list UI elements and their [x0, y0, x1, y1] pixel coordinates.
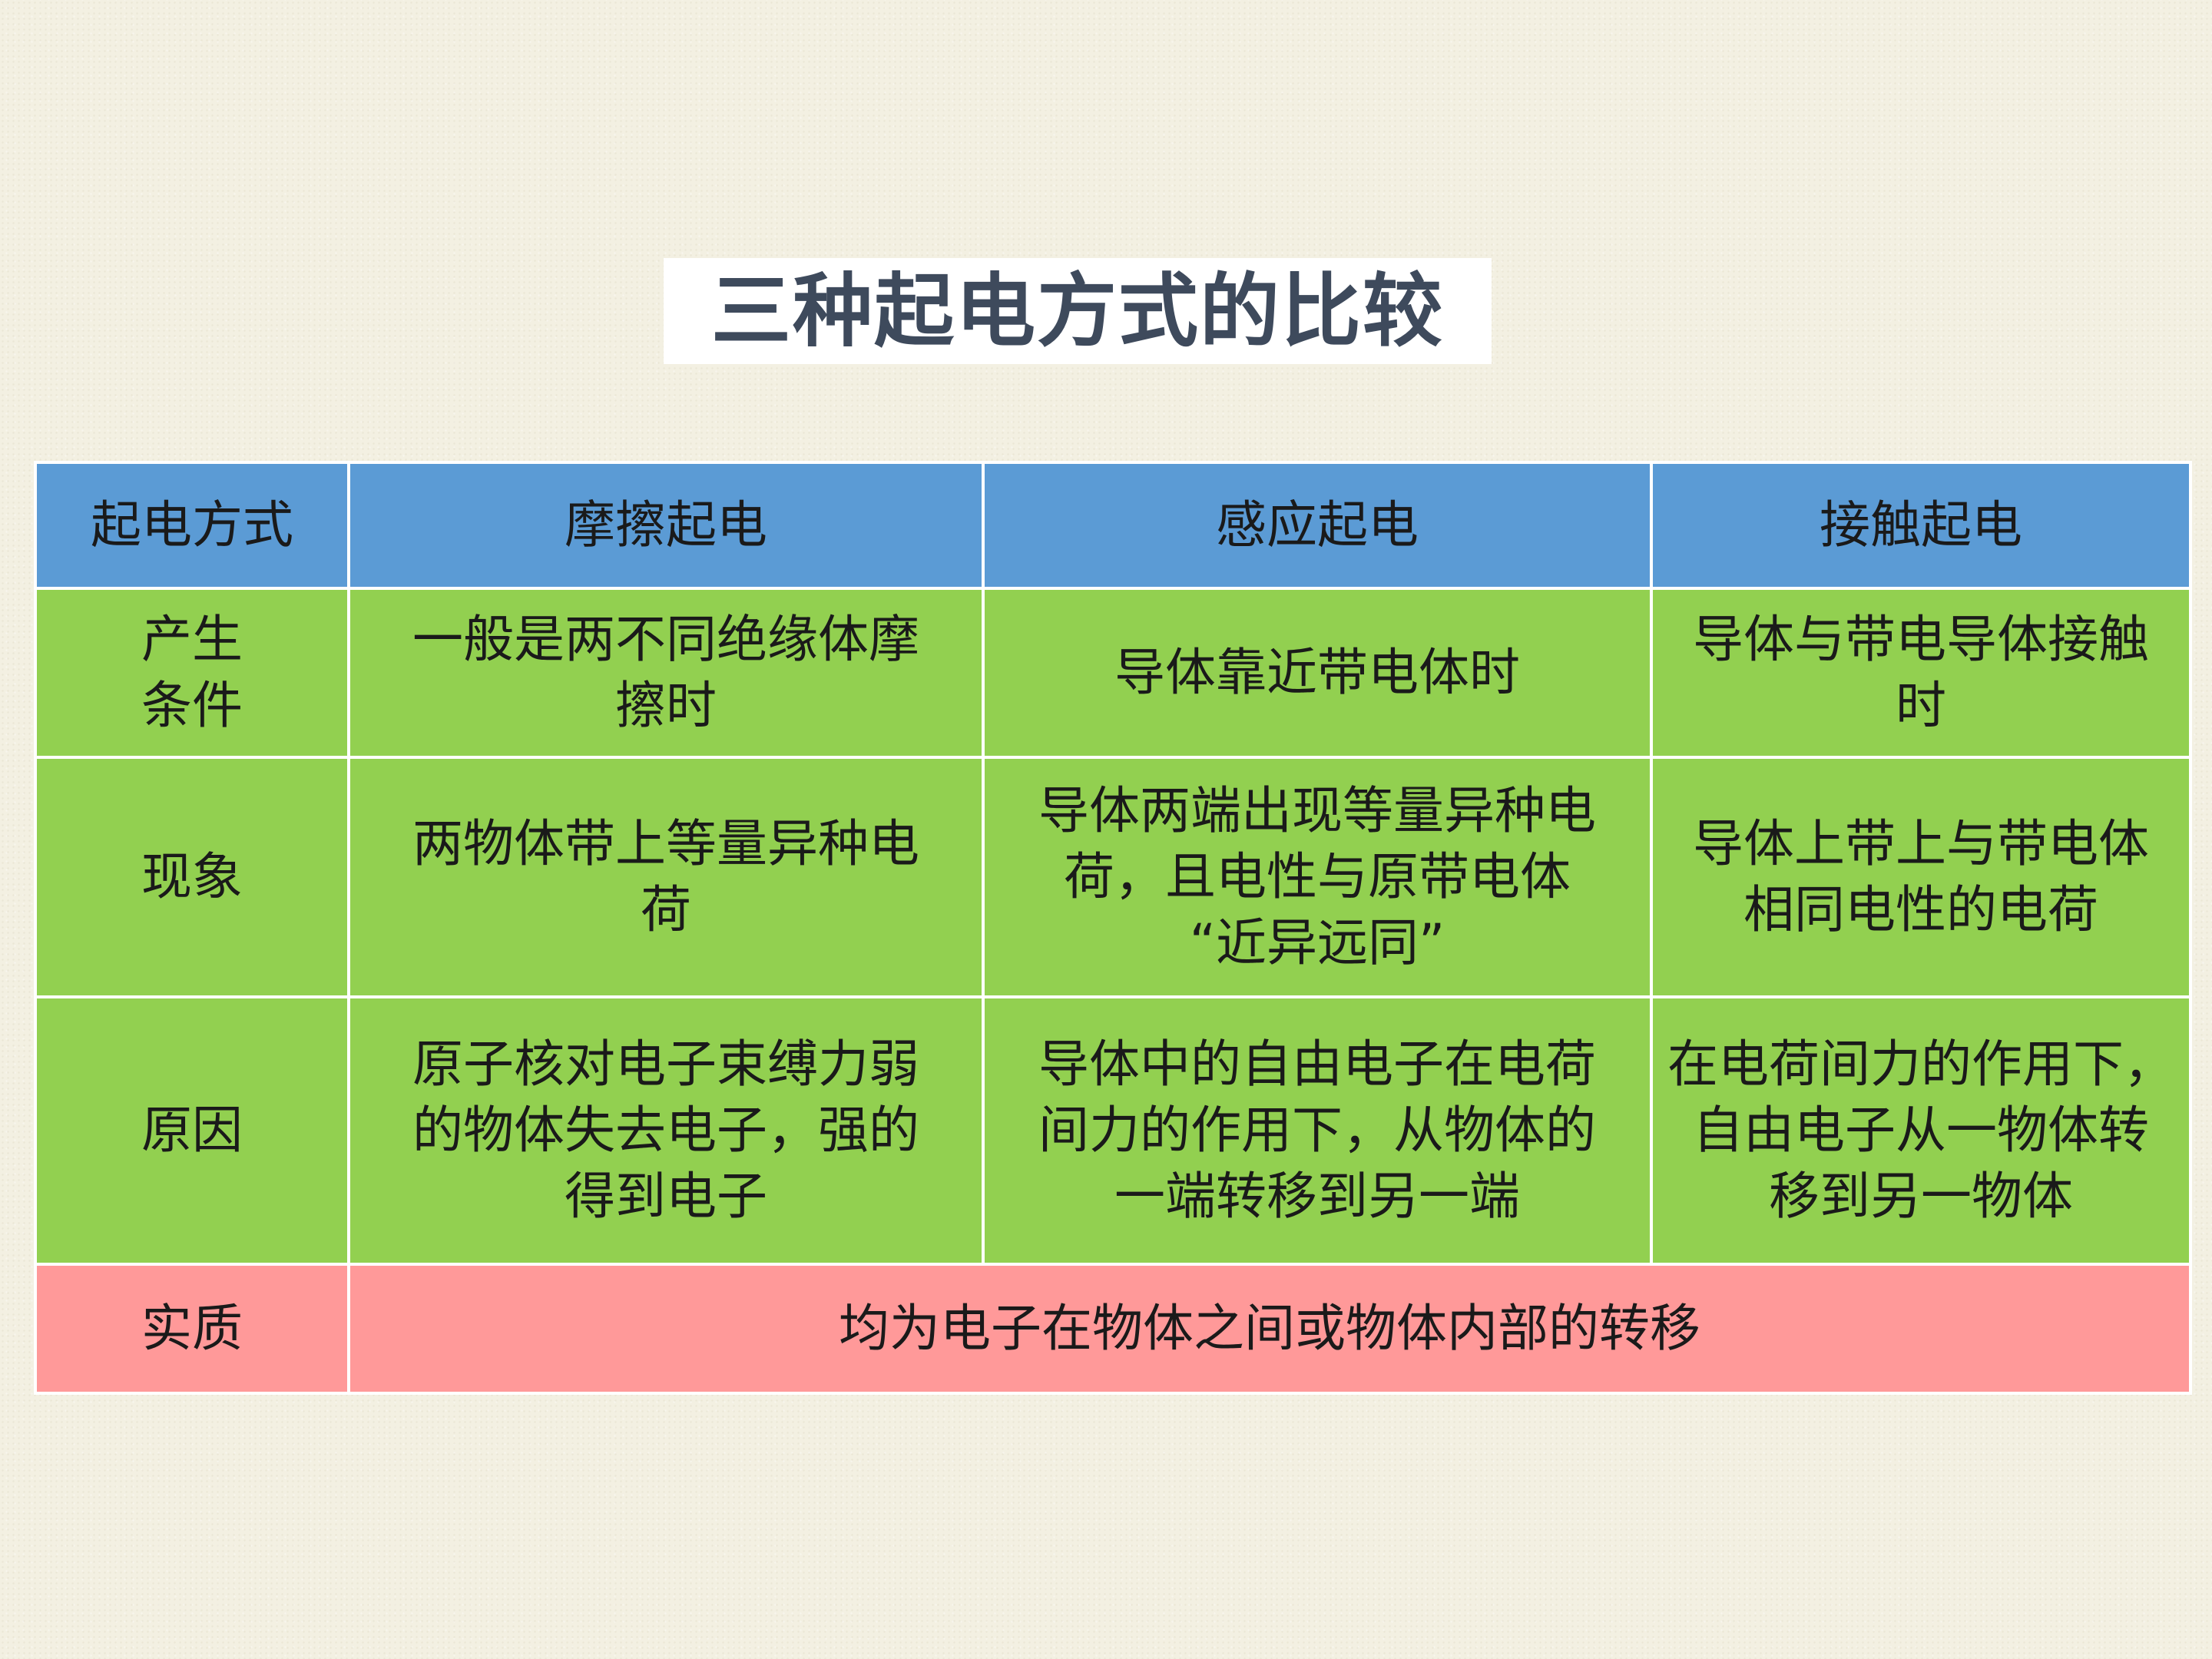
cell-reason-induction: 导体中的自由电子在电荷 间力的作用下，从物体的 一端转移到另一端: [982, 995, 1653, 1266]
cell-phenomenon-friction: 两物体带上等量异种电 荷: [347, 756, 985, 998]
cell-condition-friction: 一般是两不同绝缘体摩 擦时: [347, 587, 985, 759]
cell-reason-friction: 原子核对电子束缚力弱 的物体失去电子，强的 得到电子: [347, 995, 985, 1266]
table-row-essence: 实质 均为电子在物体之间或物体内部的转移: [34, 1263, 2192, 1395]
slide-title: 三种起电方式的比较: [664, 258, 1492, 364]
header-cell-contact: 接触起电: [1650, 461, 2192, 590]
cell-condition-contact: 导体与带电导体接触 时: [1650, 587, 2192, 759]
table-row-reason: 原因 原子核对电子束缚力弱 的物体失去电子，强的 得到电子 导体中的自由电子在电…: [34, 995, 2192, 1266]
cell-reason-contact: 在电荷间力的作用下， 自由电子从一物体转 移到另一物体: [1650, 995, 2192, 1266]
cell-phenomenon-induction: 导体两端出现等量异种电 荷，且电性与原带电体 “近异远同”: [982, 756, 1653, 998]
row-label-essence: 实质: [34, 1263, 350, 1395]
header-cell-method: 起电方式: [34, 461, 350, 590]
table-row-phenomenon: 现象 两物体带上等量异种电 荷 导体两端出现等量异种电 荷，且电性与原带电体 “…: [34, 756, 2192, 998]
table-row-condition: 产生 条件 一般是两不同绝缘体摩 擦时 导体靠近带电体时 导体与带电导体接触 时: [34, 587, 2192, 759]
row-label-phenomenon: 现象: [34, 756, 350, 998]
cell-essence-text: 均为电子在物体之间或物体内部的转移: [347, 1263, 2192, 1395]
row-label-condition: 产生 条件: [34, 587, 350, 759]
header-cell-induction: 感应起电: [982, 461, 1653, 590]
header-cell-friction: 摩擦起电: [347, 461, 985, 590]
cell-condition-induction: 导体靠近带电体时: [982, 587, 1653, 759]
table-header-row: 起电方式 摩擦起电 感应起电 接触起电: [34, 461, 2192, 590]
comparison-table: 起电方式 摩擦起电 感应起电 接触起电 产生 条件 一般是两不同绝缘体摩 擦时 …: [34, 461, 2192, 1395]
row-label-reason: 原因: [34, 995, 350, 1266]
cell-phenomenon-contact: 导体上带上与带电体 相同电性的电荷: [1650, 756, 2192, 998]
